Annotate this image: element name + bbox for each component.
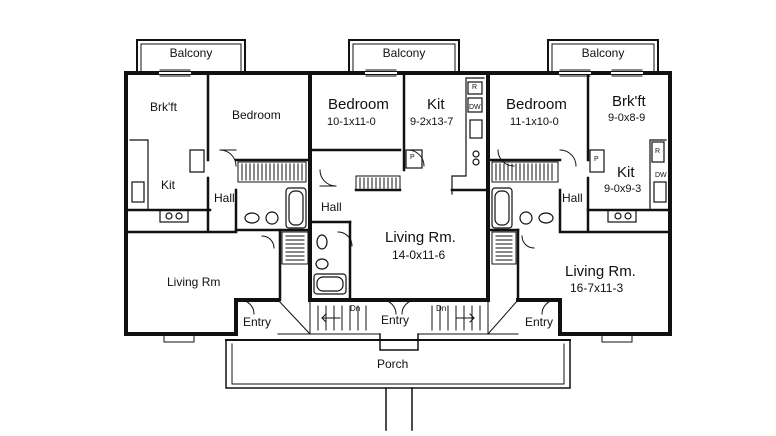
right-living-dimensions: 16-7x11-3 xyxy=(570,281,624,295)
center-living-label: Living Rm. xyxy=(385,229,456,246)
right-brkft-dimensions: 9-0x8-9 xyxy=(608,112,646,124)
windows xyxy=(159,69,643,77)
stairs xyxy=(277,231,519,335)
center-hall-label: Hall xyxy=(321,200,342,214)
bath-fixtures xyxy=(244,187,554,295)
left-hall-label: Hall xyxy=(214,191,235,205)
center-kit-label: Kit xyxy=(427,96,445,113)
right-living-label: Living Rm. xyxy=(565,263,636,280)
kitchen-counters xyxy=(129,77,667,223)
center-pantry-tag: P xyxy=(410,154,415,161)
right-brkft-label: Brk'ft xyxy=(612,93,646,110)
right-pantry-tag: P xyxy=(594,156,599,163)
right-refrigerator-tag: R xyxy=(655,148,661,155)
center-entry-label: Entry xyxy=(381,313,410,327)
closets xyxy=(237,161,559,191)
left-brkft-label: Brk'ft xyxy=(150,100,177,114)
right-entry-label: Entry xyxy=(525,315,554,329)
center-refrigerator-tag: R xyxy=(472,84,478,91)
stair-down-left-label: Dn xyxy=(350,304,361,313)
balcony-left-label: Balcony xyxy=(169,46,213,60)
right-dishwasher-tag: DW xyxy=(655,172,667,179)
porch-structure xyxy=(163,333,633,431)
right-bedroom-label: Bedroom xyxy=(506,96,567,113)
center-bedroom-label: Bedroom xyxy=(328,96,389,113)
left-kit-label: Kit xyxy=(161,178,176,192)
center-bedroom-dimensions: 10-1x11-0 xyxy=(327,116,376,128)
right-hall-label: Hall xyxy=(562,191,583,205)
left-entry-label: Entry xyxy=(243,315,272,329)
center-dishwasher-tag: DW xyxy=(469,104,481,111)
right-bedroom-dimensions: 11-1x10-0 xyxy=(510,116,559,128)
center-kit-dimensions: 9-2x13-7 xyxy=(410,116,454,128)
left-living-label: Living Rm xyxy=(167,275,221,289)
right-kit-dimensions: 9-0x9-3 xyxy=(604,183,642,195)
balcony-right-label: Balcony xyxy=(581,46,625,60)
left-bedroom-label: Bedroom xyxy=(232,108,281,122)
porch-label: Porch xyxy=(377,357,409,371)
stair-down-right-label: Dn xyxy=(436,304,447,313)
center-living-dimensions: 14-0x11-6 xyxy=(392,248,446,262)
balcony-center-label: Balcony xyxy=(382,46,426,60)
right-kit-label: Kit xyxy=(617,164,635,181)
